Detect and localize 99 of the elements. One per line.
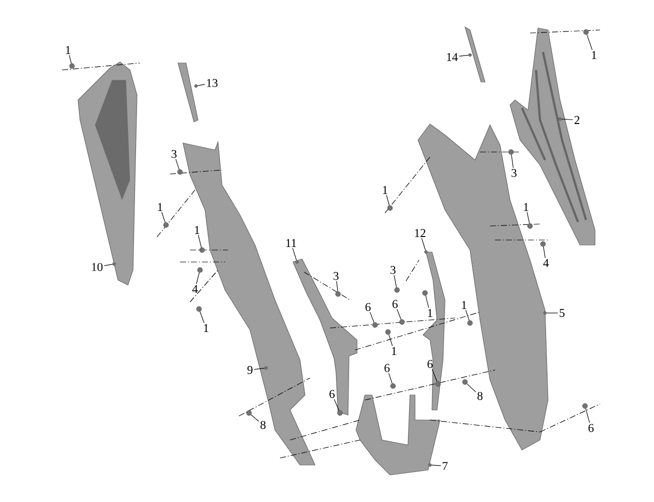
part-point (112, 262, 116, 266)
callout-number: 6 (384, 364, 390, 372)
callout-number: 6 (588, 424, 594, 432)
callout-number: 2 (574, 116, 580, 124)
callout-number: 6 (330, 390, 335, 398)
leader-line (175, 158, 180, 170)
callout-number: 11 (286, 239, 296, 247)
callout-number: 1 (195, 226, 200, 234)
fastener (385, 329, 391, 335)
callout-number: 6 (366, 302, 371, 311)
leader-line (421, 238, 426, 251)
leader-line (336, 280, 338, 292)
leader-line (543, 246, 546, 258)
leader-line (104, 264, 113, 266)
fastener (163, 222, 169, 228)
leader-line (161, 212, 166, 223)
callout-number: 13 (207, 78, 218, 87)
callout-number: 3 (334, 272, 339, 280)
callout-number: 1 (392, 347, 396, 355)
leader-line (526, 212, 530, 224)
fastener (337, 410, 343, 416)
callout-number: 6 (392, 300, 398, 308)
callout-number: 12 (415, 229, 426, 237)
fastener (246, 410, 252, 416)
fastener (583, 29, 589, 35)
leader-line (396, 308, 402, 320)
fastener (422, 290, 428, 296)
fastener (582, 403, 588, 409)
fastener (372, 322, 378, 328)
part-point (558, 117, 562, 121)
callout-number: 1 (524, 203, 528, 211)
leader-line (197, 84, 206, 86)
fastener (197, 267, 203, 273)
fastener (467, 320, 473, 326)
fastener (435, 381, 441, 387)
leader-line (432, 368, 438, 382)
leader-line (425, 295, 430, 308)
callout-number: 8 (260, 420, 266, 430)
fastener (462, 379, 468, 385)
leader-line (465, 310, 470, 321)
leader-line (250, 414, 260, 422)
callout-number: 1 (204, 324, 208, 332)
part-point (543, 311, 547, 315)
part-point (295, 260, 299, 264)
leader-line (69, 54, 72, 64)
leader-line (386, 194, 390, 206)
leader-line (334, 398, 340, 411)
leader-line (198, 234, 202, 248)
part-point (194, 84, 198, 88)
callout-number: 1 (462, 301, 466, 309)
part-point (264, 366, 268, 370)
fastener (394, 287, 400, 293)
callout-number: 3 (172, 150, 177, 158)
leader-line (586, 34, 593, 50)
leader-line (561, 118, 574, 120)
callout-number: 7 (442, 462, 448, 470)
leader-line (200, 311, 204, 324)
leader-line (458, 54, 469, 56)
leader-line (196, 272, 200, 284)
leader-line (370, 312, 374, 323)
callout-number: 1 (66, 46, 70, 54)
callout-number: 1 (383, 186, 388, 194)
callout-number: 4 (192, 285, 198, 293)
leader-line (388, 372, 392, 384)
leader-line (466, 384, 476, 392)
fastener (399, 319, 405, 325)
fastener (387, 205, 393, 211)
part-point (428, 463, 432, 467)
callout-number: 5 (560, 309, 565, 317)
callout-number: 4 (543, 259, 549, 267)
callout-number: 1 (592, 51, 596, 59)
callout-number: 1 (428, 309, 432, 317)
part-point (424, 250, 428, 254)
callout-number: 3 (390, 266, 396, 274)
leader-line (394, 274, 397, 288)
callout-number: 9 (247, 366, 252, 374)
fastener (527, 223, 533, 229)
fastener (390, 383, 396, 389)
leader-line (388, 334, 393, 346)
callout-number: 6 (428, 360, 433, 368)
leader-line (431, 464, 442, 466)
callout-number: 14 (447, 53, 458, 61)
leader-line (511, 154, 514, 168)
leader-line (292, 248, 297, 261)
callout-number: 1 (158, 203, 162, 211)
callout-number: 3 (512, 168, 517, 177)
leader-line (585, 408, 590, 424)
leader-line (546, 312, 558, 314)
fastener (540, 241, 546, 247)
fastener (177, 169, 183, 175)
callout-number: 8 (477, 392, 483, 400)
part-point (468, 53, 472, 57)
fastener (335, 291, 341, 297)
fastener (196, 306, 202, 312)
fastener (199, 247, 205, 253)
leader-line (254, 368, 265, 370)
callout-number: 10 (92, 262, 103, 272)
fastener (508, 149, 514, 155)
fastener (69, 63, 75, 69)
